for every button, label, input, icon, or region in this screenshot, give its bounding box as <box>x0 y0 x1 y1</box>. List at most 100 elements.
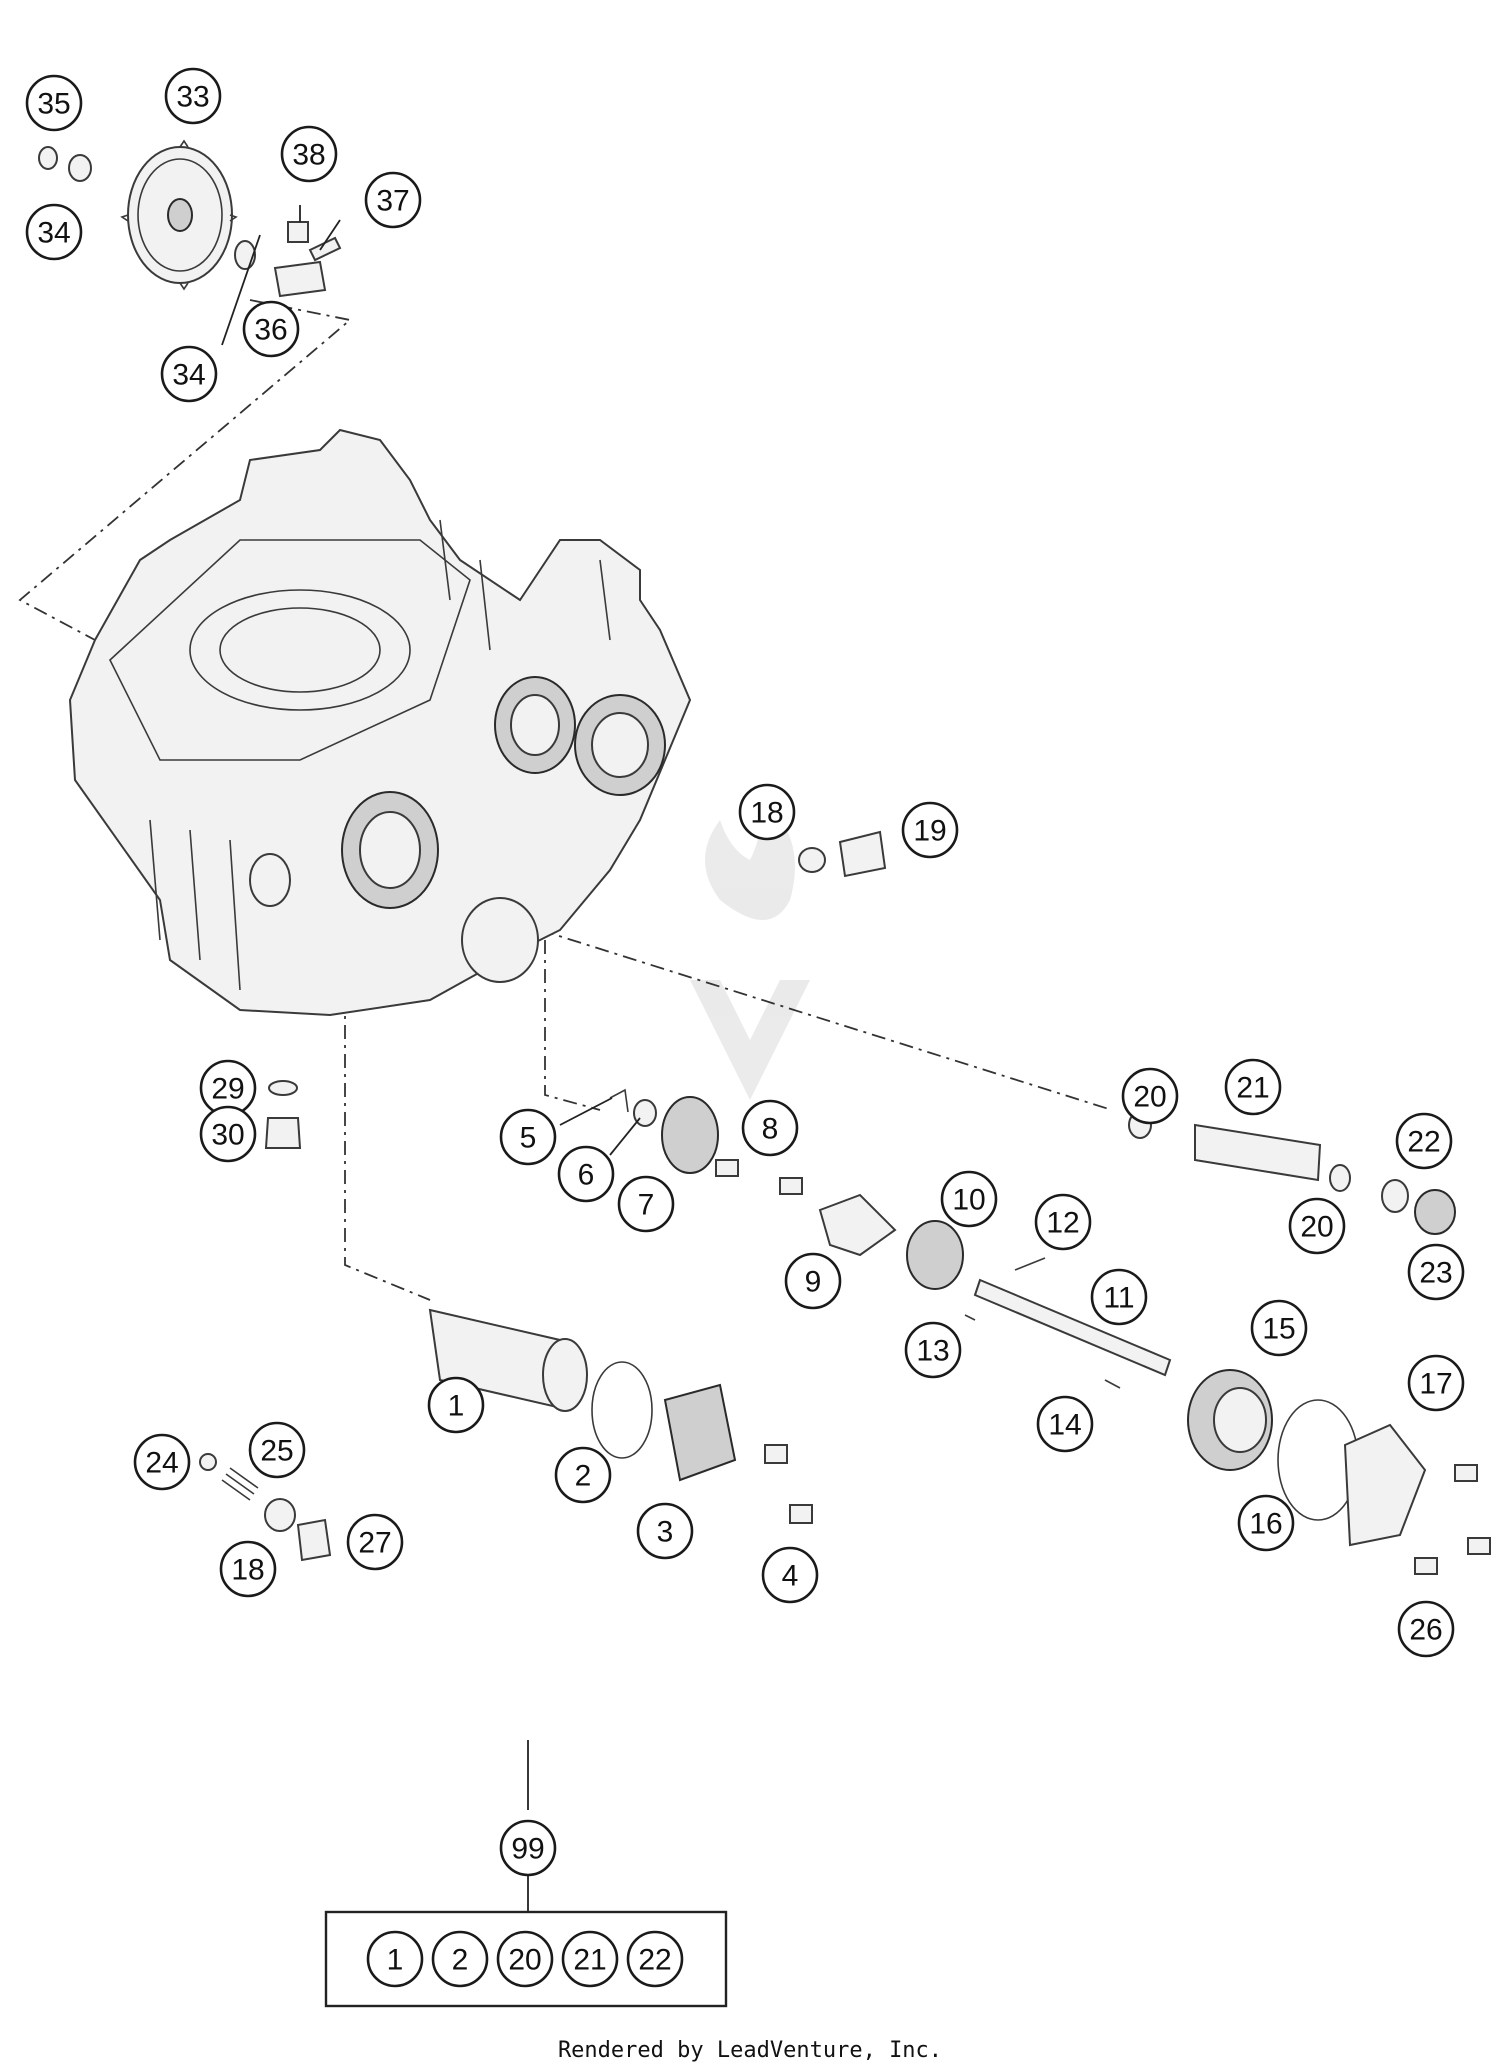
callout-c33: 33 <box>164 67 222 125</box>
screw-part-4b <box>789 1504 813 1524</box>
plug-part-19 <box>838 830 887 878</box>
callout-label: 2 <box>575 1460 592 1493</box>
callout-c6: 6 <box>557 1145 615 1203</box>
callout-c25: 25 <box>248 1421 306 1479</box>
callout-c15: 15 <box>1250 1299 1308 1357</box>
gear-part-7 <box>661 1096 719 1174</box>
callout-c35: 35 <box>25 74 83 132</box>
washer-part-18b <box>264 1498 296 1532</box>
tube-part-21 <box>1194 1123 1322 1182</box>
callout-label: 15 <box>1262 1313 1295 1346</box>
callout-label: 19 <box>913 815 946 848</box>
callout-label: 37 <box>376 185 409 218</box>
callout-label: 34 <box>172 359 205 392</box>
callout-label: 20 <box>1300 1211 1333 1244</box>
watermark-logo <box>690 790 810 1100</box>
callout-label: 36 <box>254 314 287 347</box>
callout-c3: 3 <box>636 1502 694 1560</box>
washer-part-18 <box>798 847 826 873</box>
screw-part-26c <box>1414 1557 1438 1575</box>
callout-c34a: 34 <box>25 203 83 261</box>
callout-label: 6 <box>578 1159 595 1192</box>
kit-item: 1 <box>366 1930 424 1988</box>
callout-c14: 14 <box>1036 1395 1094 1453</box>
callout-c20a: 20 <box>1121 1067 1179 1125</box>
callout-c24: 24 <box>133 1433 191 1491</box>
pin-part-12 <box>1014 1257 1046 1271</box>
callout-label: 29 <box>211 1073 244 1106</box>
pin-part-13 <box>964 1314 976 1321</box>
screw-part-26a <box>1454 1464 1478 1482</box>
screw-part-4a <box>764 1444 788 1464</box>
callout-c20b: 20 <box>1288 1197 1346 1255</box>
callout-label: 10 <box>952 1184 985 1217</box>
callout-c26: 26 <box>1397 1600 1455 1658</box>
washer-part-34b <box>234 240 256 270</box>
callout-label: 38 <box>292 139 325 172</box>
callout-label: 21 <box>1236 1072 1269 1105</box>
kit-item-label: 21 <box>573 1944 606 1977</box>
callout-c11: 11 <box>1090 1268 1148 1326</box>
callout-c38: 38 <box>280 125 338 183</box>
callout-label: 9 <box>805 1266 822 1299</box>
crankcase <box>68 428 692 1017</box>
kit-item-label: 2 <box>452 1944 469 1977</box>
callout-c8: 8 <box>741 1099 799 1157</box>
callout-label: 7 <box>638 1189 655 1222</box>
washer-part-34 <box>68 154 92 182</box>
callout-label: 12 <box>1046 1207 1079 1240</box>
callout-c4: 4 <box>761 1546 819 1604</box>
pin-part-37 <box>308 236 342 262</box>
kit-item-label: 1 <box>387 1944 404 1977</box>
callout-c12: 12 <box>1034 1193 1092 1251</box>
gear-part-33 <box>120 139 238 291</box>
plug-part-23 <box>1414 1189 1456 1235</box>
kit-items: 1 2 20 21 22 <box>366 1930 684 1988</box>
callout-label: 24 <box>145 1447 178 1480</box>
callout-c16: 16 <box>1237 1494 1295 1552</box>
kit-item: 20 <box>496 1930 554 1988</box>
kit-item: 21 <box>561 1930 619 1988</box>
callout-label: 99 <box>511 1833 544 1866</box>
callout-label: 14 <box>1048 1409 1081 1442</box>
shaft-part-11 <box>973 1278 1172 1377</box>
kit-item: 22 <box>626 1930 684 1988</box>
pin-part-14 <box>1104 1379 1121 1389</box>
oring-part-22 <box>1381 1179 1409 1213</box>
callout-c7: 7 <box>617 1175 675 1233</box>
callout-c2: 2 <box>554 1446 612 1504</box>
callout-label: 18 <box>750 797 783 830</box>
screw-part-26b <box>1467 1537 1491 1555</box>
callout-c1: 1 <box>427 1376 485 1434</box>
callout-label: 33 <box>176 81 209 114</box>
screw-part-8b <box>779 1177 803 1195</box>
callout-label: 30 <box>211 1119 244 1152</box>
callout-c37: 37 <box>364 171 422 229</box>
callout-label: 23 <box>1419 1257 1452 1290</box>
callout-label: 20 <box>1133 1081 1166 1114</box>
callout-c9: 9 <box>784 1252 842 1310</box>
callout-label: 5 <box>520 1122 537 1155</box>
washer-part-35 <box>38 146 58 170</box>
footer-credit: Rendered by LeadVenture, Inc. <box>557 2038 943 2063</box>
shaft-part-36 <box>273 260 327 298</box>
cover-part-17 <box>1343 1423 1427 1547</box>
callout-label: 17 <box>1419 1368 1452 1401</box>
callout-label: 22 <box>1407 1126 1440 1159</box>
callout-label: 4 <box>782 1560 799 1593</box>
kit-item-label: 22 <box>638 1944 671 1977</box>
callout-label: 8 <box>762 1113 779 1146</box>
callout-c27: 27 <box>346 1513 404 1571</box>
callout-c30: 30 <box>199 1105 257 1163</box>
callout-label: 35 <box>37 88 70 121</box>
callout-c19: 19 <box>901 801 959 859</box>
callout-label: 3 <box>657 1516 674 1549</box>
callout-c34b: 34 <box>160 345 218 403</box>
callout-c13: 13 <box>904 1321 962 1379</box>
clip-part-5 <box>609 1088 629 1113</box>
cover-part-9 <box>818 1193 897 1257</box>
kit-item: 2 <box>431 1930 489 1988</box>
plug-part-27 <box>296 1518 332 1562</box>
